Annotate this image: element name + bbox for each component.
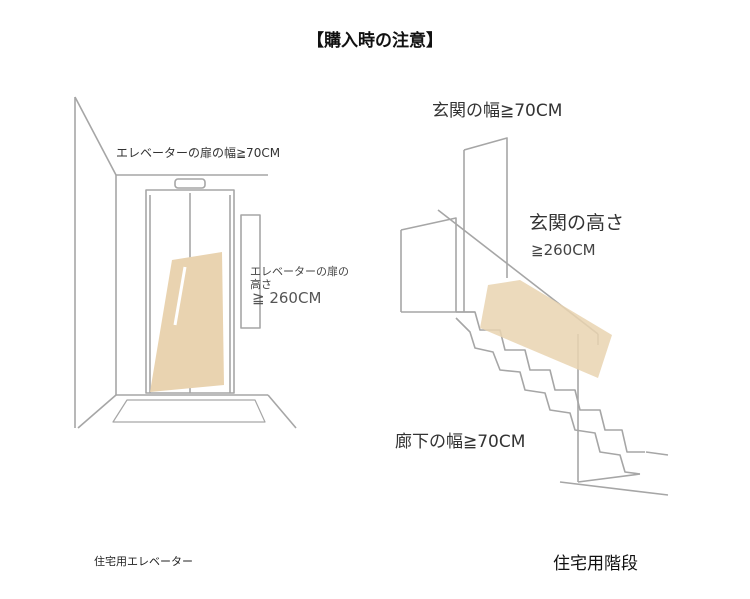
elevator-door-height-label-line1: エレベーターの扉の xyxy=(250,265,349,278)
elevator-caption: 住宅用エレベーター xyxy=(94,555,193,568)
elevator-door-width-label: エレベーターの扉の幅≧70CM xyxy=(116,146,281,160)
entrance-height-value: ≧260CM xyxy=(531,241,596,259)
elevator-door-height-label-line2: 高さ xyxy=(250,278,272,291)
elevator-drawing xyxy=(74,96,297,429)
entrance-width-label: 玄関の幅≧70CM xyxy=(432,101,563,121)
entrance-height-label: 玄関の高さ xyxy=(529,212,625,234)
page-title: 【購入時の注意】 xyxy=(307,31,443,51)
elevator-door-height-value: ≧ 260CM xyxy=(252,289,322,307)
hallway-width-label: 廊下の幅≧70CM xyxy=(395,432,526,452)
stairs-package xyxy=(480,280,612,378)
stairs-caption: 住宅用階段 xyxy=(553,554,638,574)
elevator-package xyxy=(150,252,224,392)
